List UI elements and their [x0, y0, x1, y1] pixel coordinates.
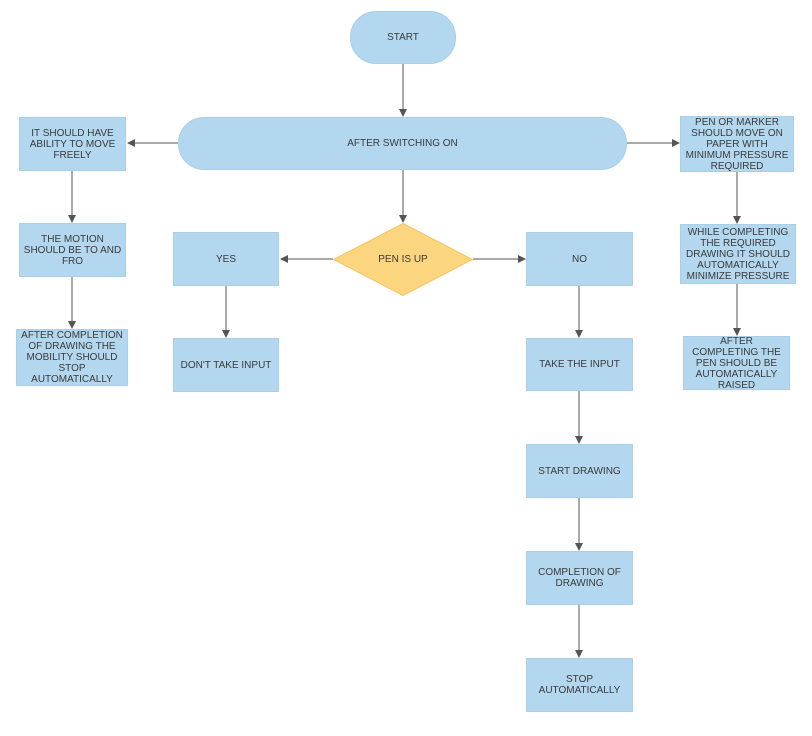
- start-drawing-label: START DRAWING: [538, 465, 621, 477]
- no-node: NO: [526, 232, 633, 286]
- start-node: START: [350, 11, 456, 64]
- dont-take-input-node: DON'T TAKE INPUT: [173, 338, 279, 392]
- take-input-node: TAKE THE INPUT: [526, 338, 633, 391]
- stop-mobility-node: AFTER COMPLETION OF DRAWING THE MOBILITY…: [16, 329, 128, 386]
- minimize-pressure-label: WHILE COMPLETING THE REQUIRED DRAWING IT…: [686, 226, 790, 282]
- move-freely-node: IT SHOULD HAVE ABILITY TO MOVE FREELY: [19, 117, 126, 171]
- completion-of-drawing-node: COMPLETION OF DRAWING: [526, 551, 633, 605]
- after-switching-on-node: AFTER SWITCHING ON: [178, 117, 627, 170]
- after-switching-on-label: AFTER SWITCHING ON: [347, 138, 458, 149]
- start-drawing-node: START DRAWING: [526, 444, 633, 498]
- min-pressure-node: PEN OR MARKER SHOULD MOVE ON PAPER WITH …: [680, 116, 794, 172]
- raised-label: AFTER COMPLETING THE PEN SHOULD BE AUTOM…: [692, 335, 781, 391]
- dont-take-input-label: DON'T TAKE INPUT: [180, 359, 272, 371]
- start-label: START: [387, 32, 419, 43]
- stop-mobility-label: AFTER COMPLETION OF DRAWING THE MOBILITY…: [21, 330, 123, 385]
- raised-node: AFTER COMPLETING THE PEN SHOULD BE AUTOM…: [683, 335, 790, 391]
- motion-label: THE MOTION SHOULD BE TO AND FRO: [23, 233, 122, 267]
- stop-automatically-node: STOP AUTOMATICALLY: [526, 658, 633, 712]
- decision-label: PEN IS UP: [378, 254, 428, 265]
- yes-node: YES: [173, 232, 279, 286]
- minimize-pressure-node: WHILE COMPLETING THE REQUIRED DRAWING IT…: [680, 224, 796, 284]
- take-input-label: TAKE THE INPUT: [539, 359, 620, 370]
- yes-label: YES: [215, 253, 236, 265]
- min-pressure-label: PEN OR MARKER SHOULD MOVE ON PAPER WITH …: [685, 116, 789, 172]
- stop-automatically-label: STOP AUTOMATICALLY: [538, 674, 621, 696]
- completion-of-drawing-label: COMPLETION OF DRAWING: [538, 567, 621, 589]
- no-label: NO: [572, 253, 587, 265]
- decision-node: PEN IS UP: [333, 223, 473, 296]
- motion-node: THE MOTION SHOULD BE TO AND FRO: [19, 223, 126, 277]
- decision-diamond-shape: [333, 223, 473, 296]
- move-freely-label: IT SHOULD HAVE ABILITY TO MOVE FREELY: [29, 127, 116, 161]
